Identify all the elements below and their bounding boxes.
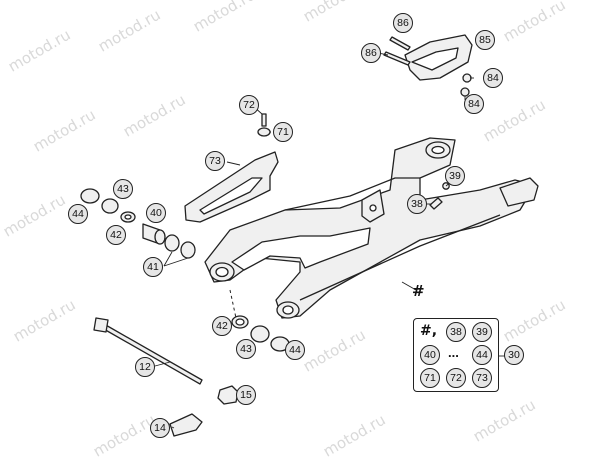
washer-71 xyxy=(257,127,271,137)
leader-line xyxy=(401,281,417,291)
exploded-parts-diagram: motod.ru motod.ru motod.ru motod.ru moto… xyxy=(0,0,569,461)
tool-14 xyxy=(169,413,203,437)
washer-42-right-hole xyxy=(235,318,245,326)
pivot-boss-front-hole xyxy=(215,266,229,278)
washer-42-left-hole xyxy=(124,214,132,220)
hash-marker: # xyxy=(412,282,425,300)
callout-41: 41 xyxy=(143,257,163,277)
callout-12: 12 xyxy=(135,357,155,377)
callout-84-upper: 84 xyxy=(483,68,503,88)
parts-drawing xyxy=(80,34,539,437)
bearing-43-right xyxy=(250,325,270,343)
callout-86-lower: 86 xyxy=(361,43,381,63)
pivot-boss-rear-hole xyxy=(282,305,294,315)
callout-85: 85 xyxy=(475,30,495,50)
legend-callout-71: 71 xyxy=(420,368,440,388)
nut-84-upper xyxy=(462,73,472,83)
callout-84-lower: 84 xyxy=(464,94,484,114)
swingarm-end xyxy=(499,177,539,207)
chain-slider-slot xyxy=(199,177,263,215)
legend-box: #, 38 39 40 ... 44 71 72 73 xyxy=(413,318,499,392)
callout-42-right: 42 xyxy=(212,316,232,336)
leader-line xyxy=(163,251,173,267)
pivot-shaft-head xyxy=(93,317,109,333)
chain-guide-face xyxy=(411,47,459,71)
legend-callout-72: 72 xyxy=(446,368,466,388)
callout-42-left: 42 xyxy=(106,225,126,245)
callout-73: 73 xyxy=(205,151,225,171)
nut-15 xyxy=(217,385,239,405)
bearing-41b xyxy=(180,241,196,259)
legend-callout-39: 39 xyxy=(472,322,492,342)
legend-hash: #, xyxy=(420,323,438,339)
swingarm-lower-arm xyxy=(299,214,501,301)
callout-43-right: 43 xyxy=(236,339,256,359)
pivot-shaft xyxy=(101,323,203,385)
callout-40: 40 xyxy=(146,203,166,223)
alignment-line xyxy=(229,289,237,319)
callout-86-upper: 86 xyxy=(393,13,413,33)
callout-44-left: 44 xyxy=(68,204,88,224)
chain-slider xyxy=(184,151,279,223)
callout-43-left: 43 xyxy=(113,179,133,199)
callout-38: 38 xyxy=(407,194,427,214)
callout-30: 30 xyxy=(504,345,524,365)
swingarm-top-rail xyxy=(284,177,420,211)
callout-15: 15 xyxy=(236,385,256,405)
legend-callout-40: 40 xyxy=(420,345,440,365)
bracket-hole xyxy=(369,204,377,212)
callout-39: 39 xyxy=(445,166,465,186)
legend-callout-73: 73 xyxy=(472,368,492,388)
legend-ellipsis: ... xyxy=(448,345,459,360)
spacer-40-end xyxy=(154,229,166,245)
legend-callout-38: 38 xyxy=(446,322,466,342)
seal-44-left xyxy=(80,188,100,204)
legend-callout-44: 44 xyxy=(472,345,492,365)
callout-72: 72 xyxy=(239,95,259,115)
screw-72 xyxy=(261,113,267,127)
leader-line xyxy=(171,426,175,429)
tube-end-hole xyxy=(431,145,445,155)
bearing-41a xyxy=(164,234,180,252)
callout-71: 71 xyxy=(273,122,293,142)
leader-line xyxy=(226,161,241,166)
bolt-86-upper xyxy=(389,36,411,51)
swingarm-cutout xyxy=(231,227,371,271)
screw-38 xyxy=(429,197,443,210)
callout-44-right: 44 xyxy=(285,340,305,360)
bearing-43-left xyxy=(101,198,119,214)
leader-line xyxy=(163,257,189,267)
callout-14: 14 xyxy=(150,418,170,438)
leader-line xyxy=(154,361,171,367)
